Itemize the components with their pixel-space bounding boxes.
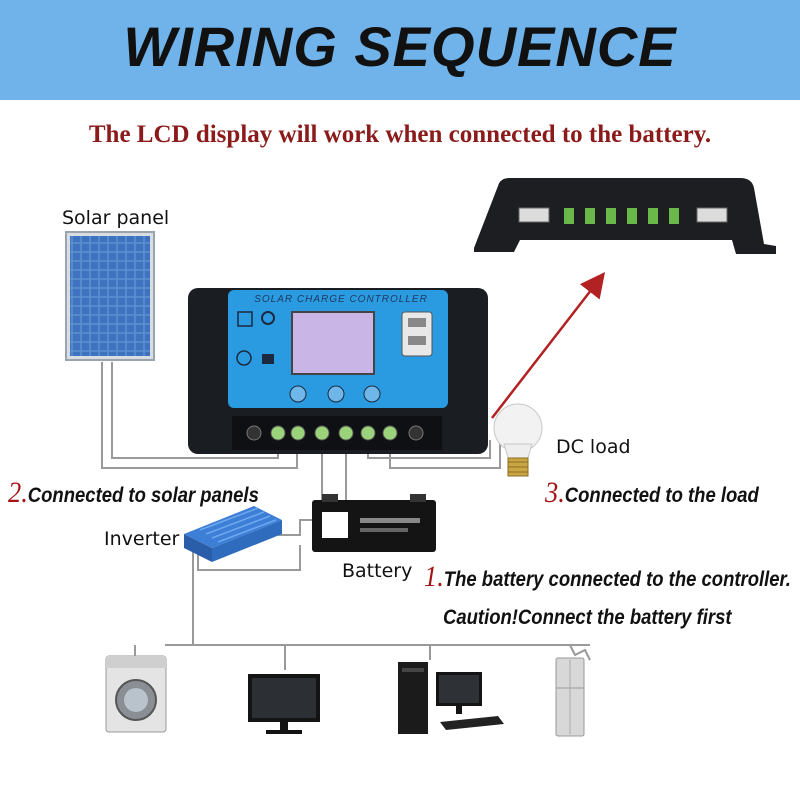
page-title: WIRING SEQUENCE — [123, 15, 677, 78]
bulb-icon — [493, 403, 543, 477]
controller-label: SOLAR CHARGE CONTROLLER — [254, 294, 428, 305]
washing-machine-icon — [105, 655, 167, 733]
inverter-icon — [184, 506, 282, 562]
battery-label: Battery — [342, 560, 413, 582]
step-1-text: The battery connected to the controller. — [443, 568, 791, 591]
refrigerator-icon — [555, 657, 585, 737]
step-3-text: Connected to the load — [564, 484, 759, 507]
charge-controller-icon — [188, 288, 488, 454]
dc-load-label: DC load — [556, 436, 631, 458]
inverter-label: Inverter — [104, 528, 180, 550]
step-1: 1.The battery connected to the controlle… — [424, 560, 791, 594]
load-device-icon — [474, 178, 776, 254]
step-3-number: 3. — [545, 476, 565, 509]
header-banner — [0, 0, 800, 100]
monitor-icon — [248, 674, 320, 734]
desktop-computer-icon — [398, 662, 504, 734]
caution-text: Caution!Connect the battery first — [443, 606, 732, 629]
step-2-text: Connected to solar panels — [27, 484, 259, 507]
solar-panel-icon — [65, 231, 155, 361]
step-2: 2.Connected to solar panels — [8, 476, 259, 510]
step-1-number: 1. — [424, 560, 444, 593]
arrow-to-load — [491, 272, 606, 419]
battery-icon — [312, 494, 436, 552]
solar-panel-label: Solar panel — [62, 207, 170, 229]
step-2-number: 2. — [8, 476, 28, 509]
lcd-note: The LCD display will work when connected… — [88, 121, 712, 148]
step-3: 3.Connected to the load — [545, 476, 759, 510]
